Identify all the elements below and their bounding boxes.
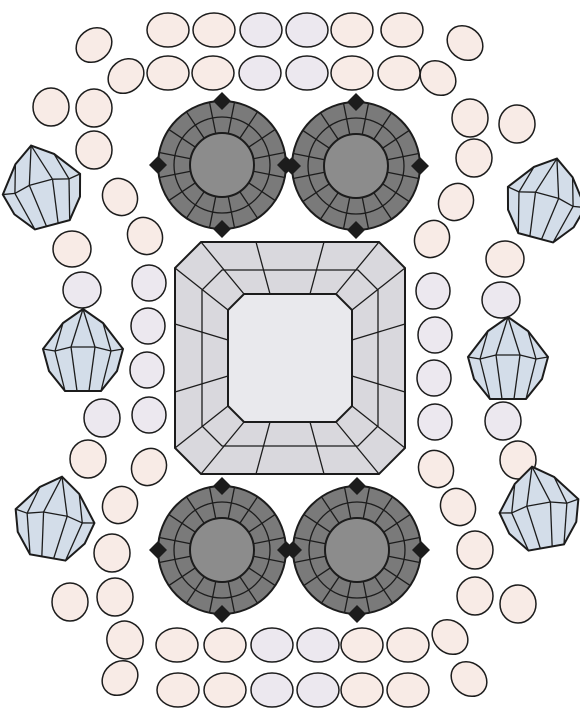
seed-bead-icon [418, 404, 452, 440]
seed-bead-icon [456, 139, 492, 177]
seed-bead-icon [412, 444, 460, 494]
seed-bead-icon [70, 440, 106, 478]
seed-bead-icon [156, 628, 198, 662]
seed-bead-icon [432, 177, 480, 227]
seed-bead-icon [76, 131, 112, 169]
seed-bead-icon [341, 628, 383, 662]
rivoli-icon [283, 93, 429, 239]
seed-bead-icon [204, 628, 246, 662]
seed-bead-icon [63, 272, 101, 308]
seed-bead-icon [434, 482, 482, 532]
octagon-stone-icon [175, 242, 405, 474]
seed-bead-icon [69, 21, 119, 70]
seed-bead-icon [76, 89, 112, 127]
seed-bead-icon [53, 231, 91, 267]
seed-bead-icon [193, 13, 235, 47]
seed-bead-icon [452, 99, 488, 137]
seed-bead-icon [482, 282, 520, 318]
bicone-crystal-icon [43, 309, 123, 391]
seed-bead-icon [240, 13, 282, 47]
seed-bead-icon [147, 56, 189, 90]
seed-bead-icon [251, 673, 293, 707]
seed-bead-icon [33, 88, 69, 126]
seed-bead-icon [286, 13, 328, 47]
seed-bead-icon [485, 402, 521, 440]
seed-bead-icon [499, 105, 535, 143]
seed-bead-icon [251, 628, 293, 662]
seed-bead-icon [417, 360, 451, 396]
seed-bead-icon [381, 13, 423, 47]
center-stone-layer [175, 242, 405, 474]
seed-bead-icon [94, 534, 130, 572]
bicone-crystal-icon [497, 148, 580, 248]
rivoli-icon [149, 92, 295, 238]
seed-bead-icon [457, 577, 493, 615]
seed-bead-icon [341, 673, 383, 707]
seed-bead-icon [132, 397, 166, 433]
seed-bead-icon [440, 19, 490, 68]
seed-bead-icon [457, 531, 493, 569]
seed-bead-icon [387, 673, 429, 707]
seed-bead-icon [418, 317, 452, 353]
seed-bead-icon [413, 54, 463, 103]
bicone-crystal-icon [468, 317, 548, 399]
seed-bead-icon [131, 308, 165, 344]
seed-bead-icon [239, 56, 281, 90]
seed-bead-icon [130, 352, 164, 388]
seed-bead-icon [500, 585, 536, 623]
seed-bead-icon [157, 673, 199, 707]
seed-bead-icon [444, 655, 494, 704]
seed-bead-icon [101, 52, 151, 101]
seed-bead-icon [486, 241, 524, 277]
seed-bead-icon [331, 13, 373, 47]
seed-bead-icon [378, 56, 420, 90]
seed-bead-icon [425, 613, 475, 662]
seed-bead-icon [125, 442, 173, 492]
rivoli-icon [149, 477, 295, 623]
bicone-crystal-icon [8, 470, 101, 565]
seed-bead-icon [96, 172, 144, 222]
seed-bead-icon [97, 578, 133, 616]
seed-bead-icon [331, 56, 373, 90]
seed-bead-icon [192, 56, 234, 90]
rivoli-icon [284, 477, 430, 623]
seed-bead-icon [84, 399, 120, 437]
seed-bead-icon [147, 13, 189, 47]
seed-bead-icon [121, 211, 169, 261]
seed-bead-icon [408, 214, 456, 264]
seed-bead-icon [286, 56, 328, 90]
seed-bead-icon [204, 673, 246, 707]
seed-bead-icon [387, 628, 429, 662]
seed-bead-icon [102, 616, 149, 664]
seed-bead-icon [132, 265, 166, 301]
seed-bead-icon [96, 480, 144, 530]
seed-bead-icon [297, 628, 339, 662]
seed-bead-icon [52, 583, 88, 621]
seed-bead-icon [416, 273, 450, 309]
seed-bead-icon [95, 654, 145, 703]
seed-bead-icon [297, 673, 339, 707]
